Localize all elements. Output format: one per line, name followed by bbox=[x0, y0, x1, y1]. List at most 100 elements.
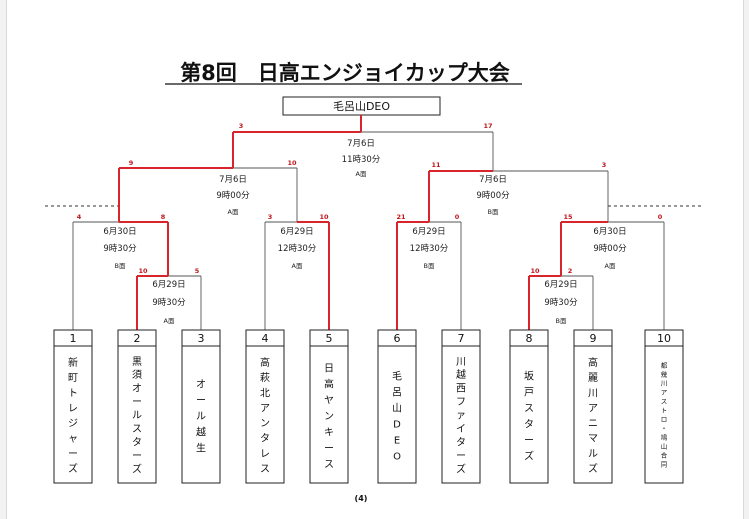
match-date: 6月29日 bbox=[544, 280, 577, 290]
score-left: 15 bbox=[563, 213, 573, 221]
team-number: 6 bbox=[394, 332, 401, 345]
match-qf-3: 21 0 6月29日 12時30分 B面 bbox=[396, 213, 459, 270]
match-time: 9時30分 bbox=[103, 244, 137, 254]
match-qf-2: 3 10 6月29日 12時30分 A面 bbox=[268, 213, 329, 270]
match-date: 6月29日 bbox=[412, 227, 445, 237]
score-right: 3 bbox=[602, 161, 607, 169]
match-r1-right: 10 2 6月29日 9時30分 B面 bbox=[530, 267, 578, 325]
match-time: 12時30分 bbox=[410, 244, 449, 254]
team-number: 4 bbox=[262, 332, 269, 345]
score-right: 10 bbox=[287, 159, 297, 167]
team-10: 10 都幾川アストロ・鳩山合同 bbox=[644, 329, 684, 484]
team-name: 川越西ファイターズ bbox=[456, 357, 466, 476]
team-box bbox=[509, 329, 549, 484]
match-time: 9時00分 bbox=[476, 191, 510, 201]
score-left: 10 bbox=[138, 267, 148, 275]
score-right: 0 bbox=[455, 213, 460, 221]
team-box bbox=[309, 329, 349, 484]
match-semifinal-right: 11 3 7月6日 9時00分 B面 bbox=[431, 161, 606, 216]
score-right: 8 bbox=[161, 213, 166, 221]
score-left: 21 bbox=[396, 213, 406, 221]
match-court: A面 bbox=[164, 317, 175, 325]
team-box bbox=[53, 329, 93, 484]
team-name: オール越生 bbox=[196, 378, 206, 454]
page-number: (4) bbox=[355, 494, 368, 503]
score-left: 11 bbox=[431, 161, 441, 169]
match-court: A面 bbox=[228, 208, 239, 216]
match-qf-4: 15 0 6月30日 9時00分 A面 bbox=[563, 213, 662, 270]
team-1: 1 新町トレジャーズ bbox=[53, 329, 93, 484]
match-court: B面 bbox=[115, 262, 126, 270]
match-date: 7月6日 bbox=[479, 175, 507, 185]
match-r1-left: 10 5 6月29日 9時30分 A面 bbox=[138, 267, 199, 325]
score-left: 9 bbox=[129, 159, 134, 167]
team-number: 2 bbox=[134, 332, 141, 345]
score-left: 3 bbox=[239, 122, 244, 130]
match-qf-1: 4 8 6月30日 9時30分 B面 bbox=[77, 213, 166, 270]
team-number: 3 bbox=[198, 332, 205, 345]
match-semifinal-left: 9 10 7月6日 9時00分 A面 bbox=[129, 159, 297, 216]
team-5: 5 日高ヤンキース bbox=[309, 329, 349, 484]
match-date: 6月29日 bbox=[152, 280, 185, 290]
bracket-lines bbox=[45, 131, 701, 330]
team-box bbox=[117, 329, 157, 484]
team-4: 4 高萩北アンタレス bbox=[245, 329, 285, 484]
match-court: A面 bbox=[292, 262, 303, 270]
winner-lines bbox=[118, 115, 608, 330]
score-right: 17 bbox=[483, 122, 492, 130]
team-box bbox=[573, 329, 613, 484]
team-name: 都幾川アストロ・鳩山合同 bbox=[661, 362, 668, 469]
team-9: 9 高麗川アニマルズ bbox=[573, 329, 613, 484]
score-right: 10 bbox=[319, 213, 329, 221]
match-time: 9時30分 bbox=[152, 298, 186, 308]
match-court: A面 bbox=[605, 262, 616, 270]
team-number: 1 bbox=[70, 332, 77, 345]
score-left: 10 bbox=[530, 267, 540, 275]
team-2: 2 黒須オールスターズ bbox=[117, 329, 157, 484]
team-name: 日高ヤンキース bbox=[324, 363, 334, 470]
team-boxes: 1 新町トレジャーズ 2 黒須オールスターズ 3 オール越生 4 高萩北アンタレス 5 日高ヤンキ… bbox=[53, 329, 684, 484]
match-date: 6月29日 bbox=[280, 227, 313, 237]
match-court: A面 bbox=[356, 170, 367, 178]
champion-name: 毛呂山DEO bbox=[333, 100, 390, 113]
team-number: 5 bbox=[326, 332, 333, 345]
team-name: 新町トレジャーズ bbox=[68, 356, 78, 475]
team-box bbox=[441, 329, 481, 484]
page-title: 第8回 日高エンジョイカップ大会 bbox=[180, 61, 510, 85]
team-name: 高麗川アニマルズ bbox=[588, 356, 598, 475]
match-time: 9時00分 bbox=[216, 191, 250, 201]
team-box bbox=[181, 329, 221, 484]
match-time: 11時30分 bbox=[342, 155, 381, 165]
score-left: 3 bbox=[268, 213, 273, 221]
match-date: 6月30日 bbox=[103, 227, 136, 237]
score-right: 0 bbox=[658, 213, 663, 221]
match-court: B面 bbox=[488, 208, 499, 216]
team-number: 10 bbox=[657, 332, 671, 345]
score-right: 5 bbox=[195, 267, 200, 275]
match-date: 7月6日 bbox=[347, 139, 375, 149]
score-right: 2 bbox=[568, 267, 573, 275]
match-court: B面 bbox=[556, 317, 567, 325]
team-box bbox=[377, 329, 417, 484]
match-date: 6月30日 bbox=[593, 227, 626, 237]
team-7: 7 川越西ファイターズ bbox=[441, 329, 481, 484]
score-left: 4 bbox=[77, 213, 82, 221]
team-3: 3 オール越生 bbox=[181, 329, 221, 484]
team-name: 高萩北アンタレス bbox=[260, 356, 270, 475]
match-date: 7月6日 bbox=[219, 175, 247, 185]
team-8: 8 坂戸スターズ bbox=[509, 329, 549, 484]
match-court: B面 bbox=[424, 262, 435, 270]
team-box bbox=[245, 329, 285, 484]
team-number: 9 bbox=[590, 332, 597, 345]
match-time: 9時30分 bbox=[544, 298, 578, 308]
team-number: 8 bbox=[526, 332, 533, 345]
team-number: 7 bbox=[458, 332, 465, 345]
match-time: 9時00分 bbox=[593, 244, 627, 254]
team-name: 黒須オールスターズ bbox=[132, 356, 142, 476]
match-final: 3 17 7月6日 11時30分 A面 bbox=[239, 122, 493, 178]
team-box bbox=[644, 329, 684, 484]
team-name: 坂戸スターズ bbox=[524, 370, 534, 462]
